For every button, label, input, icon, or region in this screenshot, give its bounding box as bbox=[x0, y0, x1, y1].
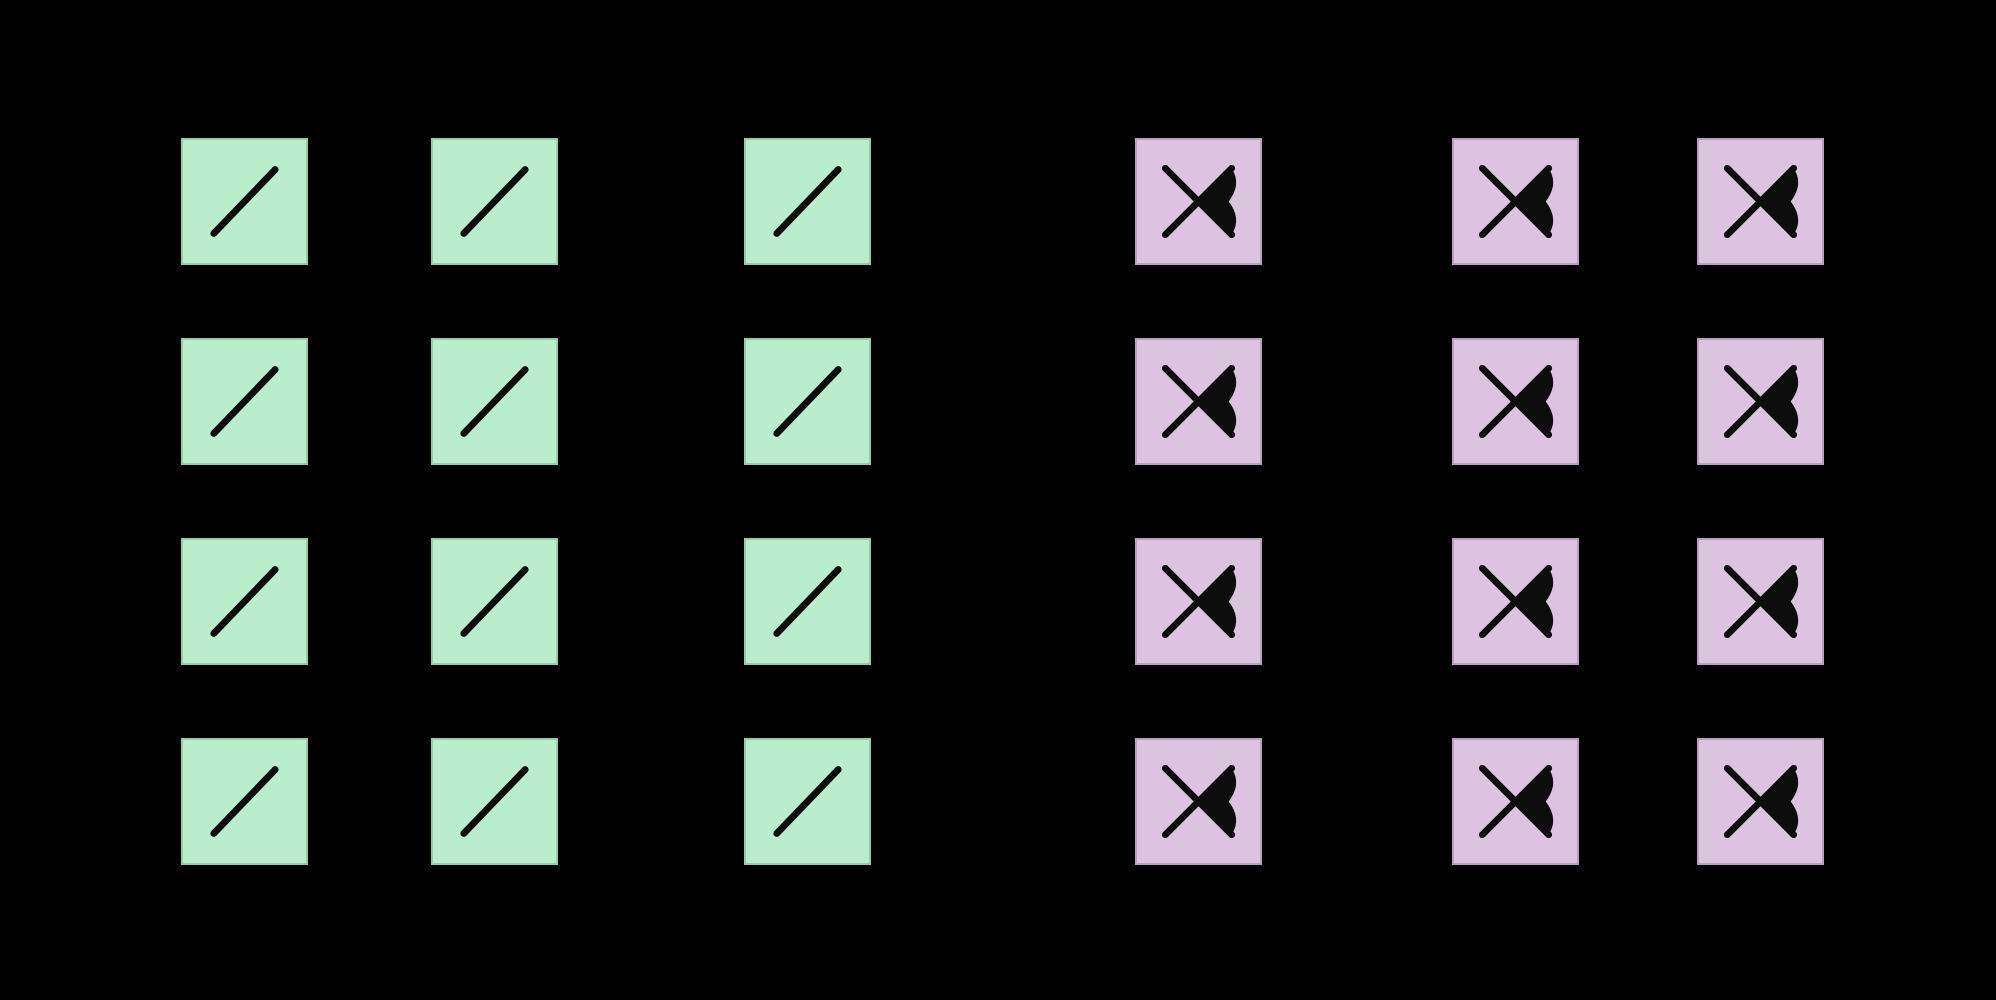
fail-grid-cell bbox=[1452, 138, 1579, 265]
fail-grid-cell bbox=[1697, 738, 1824, 865]
pass-grid-cell bbox=[431, 138, 558, 265]
crossed-x-icon bbox=[1161, 564, 1237, 639]
pass-grid-cell bbox=[744, 738, 871, 865]
slash-icon bbox=[773, 366, 842, 437]
fail-grid-cell bbox=[1135, 138, 1262, 265]
slash-icon bbox=[460, 766, 529, 837]
pass-grid-cell bbox=[181, 538, 308, 665]
pass-grid-cell bbox=[431, 338, 558, 465]
crossed-x-icon bbox=[1723, 164, 1799, 239]
crossed-x-icon bbox=[1723, 364, 1799, 439]
slash-icon bbox=[460, 566, 529, 637]
pass-grid-cell bbox=[181, 738, 308, 865]
slash-icon bbox=[210, 366, 279, 437]
crossed-x-icon bbox=[1478, 164, 1554, 239]
crossed-x-icon bbox=[1161, 364, 1237, 439]
slash-icon bbox=[773, 166, 842, 237]
crossed-x-icon bbox=[1161, 764, 1237, 839]
slash-icon bbox=[210, 766, 279, 837]
crossed-x-icon bbox=[1723, 564, 1799, 639]
fail-grid-cell bbox=[1135, 338, 1262, 465]
crossed-x-icon bbox=[1723, 764, 1799, 839]
pass-grid-cell bbox=[744, 138, 871, 265]
fail-grid-cell bbox=[1452, 738, 1579, 865]
slash-icon bbox=[773, 566, 842, 637]
crossed-x-icon bbox=[1161, 164, 1237, 239]
crossed-x-icon bbox=[1478, 564, 1554, 639]
fail-grid-cell bbox=[1697, 138, 1824, 265]
fail-grid-cell bbox=[1697, 338, 1824, 465]
fail-grid-cell bbox=[1135, 538, 1262, 665]
fail-grid-cell bbox=[1135, 738, 1262, 865]
slash-icon bbox=[460, 366, 529, 437]
pass-grid-cell bbox=[744, 538, 871, 665]
fail-grid-cell bbox=[1452, 338, 1579, 465]
slash-icon bbox=[210, 566, 279, 637]
pass-grid-cell bbox=[431, 738, 558, 865]
crossed-x-icon bbox=[1478, 364, 1554, 439]
fail-grid-cell bbox=[1697, 538, 1824, 665]
pass-grid-cell bbox=[744, 338, 871, 465]
slash-icon bbox=[773, 766, 842, 837]
pass-grid-cell bbox=[181, 338, 308, 465]
pass-grid-cell bbox=[181, 138, 308, 265]
pass-grid-cell bbox=[431, 538, 558, 665]
fail-grid-cell bbox=[1452, 538, 1579, 665]
slash-icon bbox=[210, 166, 279, 237]
slash-icon bbox=[460, 166, 529, 237]
crossed-x-icon bbox=[1478, 764, 1554, 839]
